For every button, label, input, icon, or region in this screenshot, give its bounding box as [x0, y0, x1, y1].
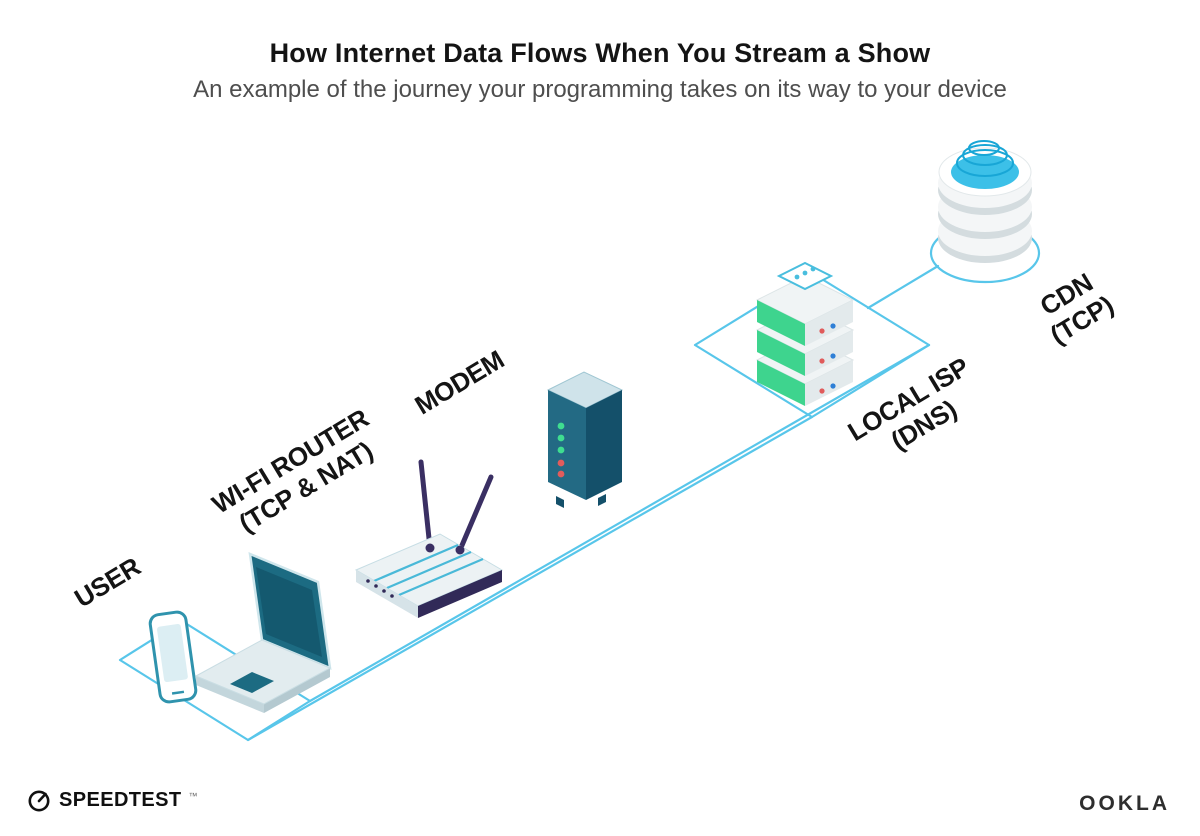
- label-local-isp: LOCAL ISP (DNS): [842, 351, 974, 456]
- modem-label-text: MODEM: [410, 344, 510, 420]
- modem-icon: [546, 371, 624, 508]
- page-subtitle: An example of the journey your programmi…: [193, 76, 1007, 103]
- speedtest-logo: SPEEDTEST ™: [26, 787, 198, 813]
- lower-long-line: [246, 415, 814, 742]
- server-top-unit: [776, 261, 834, 291]
- phone-icon: [148, 610, 198, 704]
- laptop-icon: [194, 552, 332, 713]
- speedtest-trademark: ™: [188, 791, 198, 801]
- router-antenna-right: [457, 474, 494, 553]
- cdn-pool: [951, 155, 1019, 189]
- label-cdn: CDN (TCP): [1035, 267, 1119, 350]
- label-wifi-router: WI-FI ROUTER (TCP & NAT): [207, 402, 378, 538]
- ookla-logo: OOKLA: [1079, 792, 1170, 815]
- label-modem: MODEM: [410, 344, 510, 420]
- database-icon: [938, 140, 1032, 263]
- server-stack-icon: [755, 261, 855, 406]
- router-icon: [354, 459, 504, 618]
- router-top-stripes: [373, 543, 484, 597]
- cdn-connector-line: [866, 264, 940, 310]
- connection-lines: [118, 222, 1041, 742]
- label-user: USER: [69, 551, 146, 614]
- upper-long-line: [308, 343, 931, 703]
- router-front-dots: [366, 579, 394, 598]
- cdn-spiral-rings: [956, 140, 1014, 177]
- router-antenna-left: [418, 459, 433, 551]
- speedtest-wordmark: SPEEDTEST: [59, 788, 182, 811]
- speedtest-gauge-icon: [28, 790, 50, 812]
- modem-led-lights: [557, 422, 565, 478]
- page-title: How Internet Data Flows When You Stream …: [269, 38, 931, 68]
- laptop-trackpad: [230, 672, 274, 693]
- user-label-text: USER: [69, 551, 146, 614]
